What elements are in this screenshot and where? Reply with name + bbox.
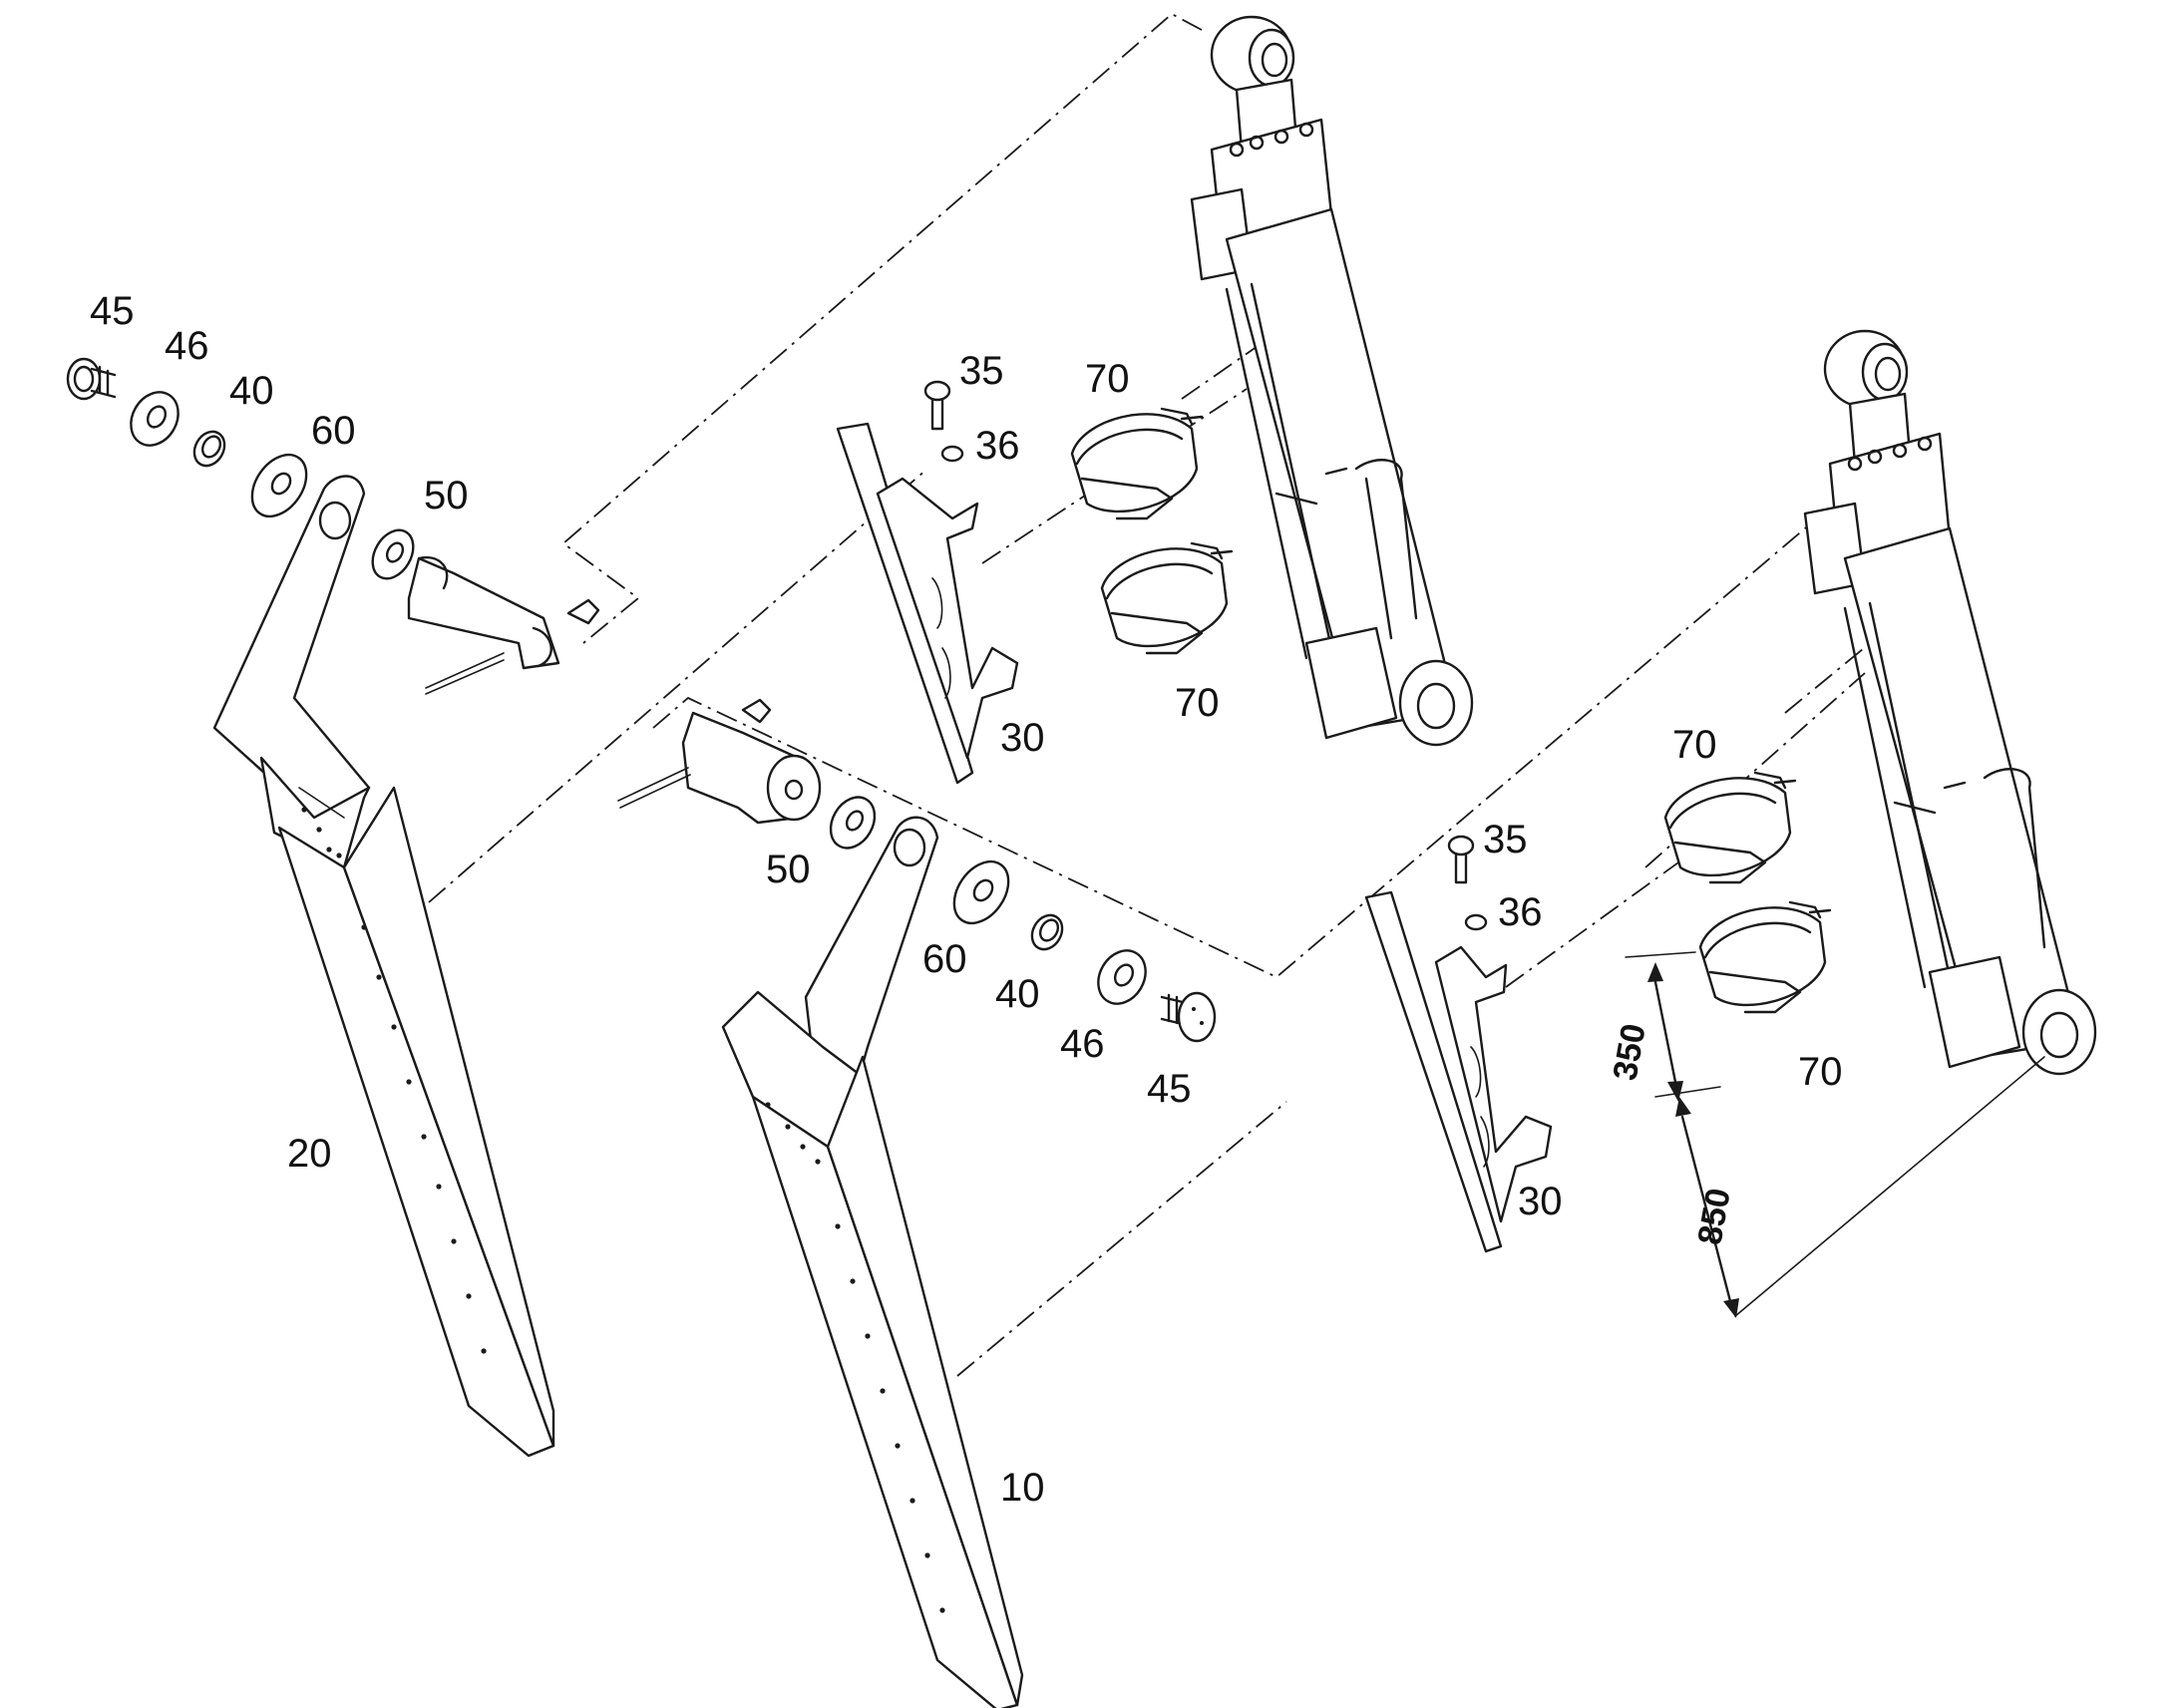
label-60-lower: 60 [922,937,967,981]
label-60-upper: 60 [311,409,356,453]
label-70-d: 70 [1798,1050,1843,1094]
hydraulic-cylinder-upper [1190,15,1474,747]
label-30-lower: 30 [1518,1180,1563,1223]
label-70-a: 70 [1085,357,1130,401]
label-20: 20 [287,1132,332,1176]
ring-40-upper [192,430,226,468]
label-45-upper: 45 [90,289,135,333]
washer-50-upper [371,528,415,580]
ring-40-lower [1030,913,1064,951]
dimension-labels: 350 850 [1606,1021,1737,1247]
washer-50-lower [829,796,877,850]
label-46-lower: 46 [1060,1022,1105,1066]
bracket-30-lower [1364,835,1553,1253]
label-50-lower: 50 [766,848,811,891]
bolt-45-lower [1160,991,1217,1043]
arm-20 [212,475,555,1458]
label-45-lower: 45 [1147,1067,1192,1111]
clamp-70-c [1663,771,1797,884]
part-labels: 45 46 40 60 50 35 36 70 70 30 20 50 60 4… [90,289,1843,1510]
dimension-850: 850 [1690,1186,1737,1247]
clamp-70-d [1698,900,1832,1014]
clamp-70-b [1100,541,1234,655]
washer-60-upper [250,453,308,518]
label-36-lower: 36 [1498,890,1543,934]
washer-46-upper [130,391,180,447]
bracket-30-upper [836,380,1019,785]
label-35-upper: 35 [959,349,1004,393]
label-70-b: 70 [1175,681,1220,725]
bolt-45-upper [66,357,117,401]
hardware-stack-upper [66,357,600,695]
label-46-upper: 46 [165,324,209,368]
hydraulic-cylinder-lower [1803,329,2097,1076]
clamp-70-a [1070,407,1204,520]
pin-50-lower [617,698,822,825]
arm-10 [721,816,1024,1708]
dimension-lines [1625,951,2045,1318]
label-30-upper: 30 [1000,716,1045,760]
label-50-upper: 50 [424,474,469,517]
washer-60-lower [952,859,1010,925]
hardware-stack-lower [617,698,1217,1043]
label-70-c: 70 [1672,723,1717,767]
pin-50-upper [407,555,600,695]
label-40-upper: 40 [229,369,274,413]
label-40-lower: 40 [995,972,1040,1016]
label-35-lower: 35 [1483,818,1528,861]
dimension-350: 350 [1606,1021,1652,1083]
label-10: 10 [1000,1466,1045,1510]
label-36-upper: 36 [975,424,1020,468]
washer-46-lower [1097,949,1147,1005]
